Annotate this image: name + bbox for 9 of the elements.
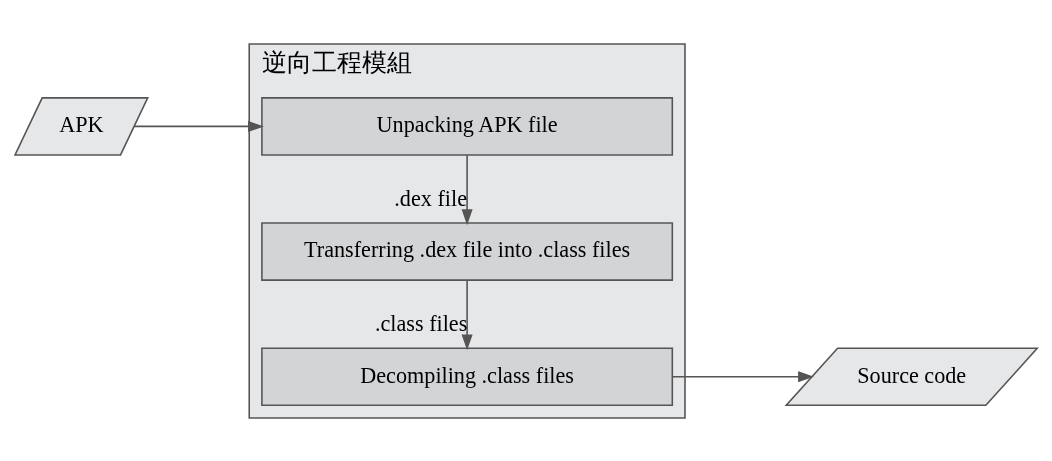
arrow [133, 120, 264, 132]
edge-label: .class files [374, 310, 468, 336]
edge-label: .dex file [394, 185, 467, 211]
node-box: Transferring .dex file into .class files [261, 221, 674, 281]
arrow [461, 278, 473, 350]
arrow [461, 153, 473, 225]
node-box: Decompiling .class files [261, 346, 674, 406]
arrow [671, 370, 814, 382]
node-box: Unpacking APK file [261, 96, 674, 156]
